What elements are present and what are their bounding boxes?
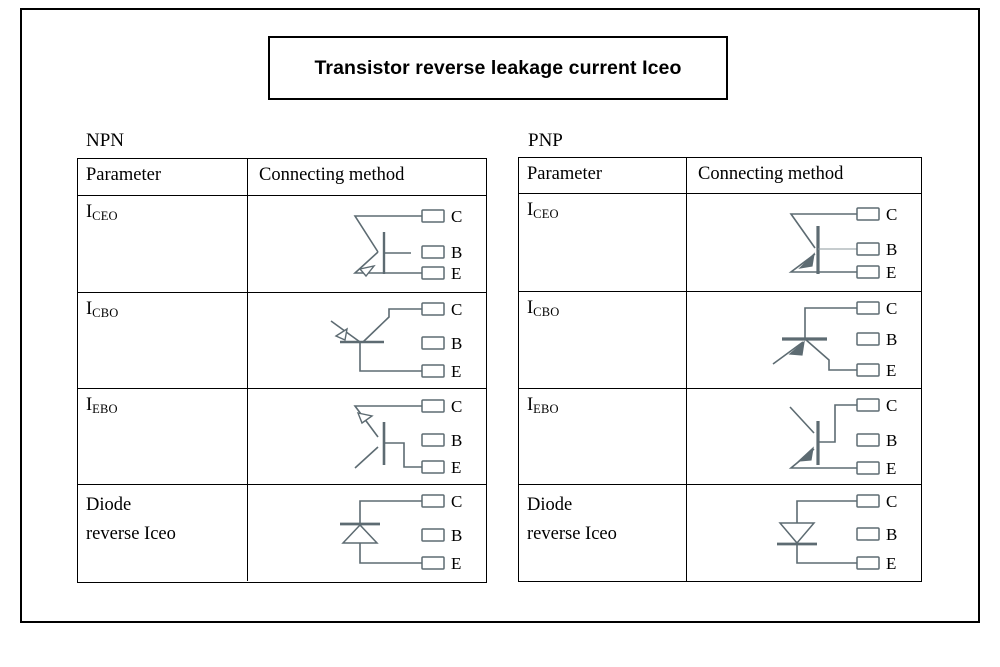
table-row: ICEO — [519, 194, 921, 292]
param-line: reverse Iceo — [527, 523, 617, 544]
terminal-label-e: E — [886, 263, 896, 282]
table-row: ICBO — [78, 293, 486, 389]
terminal-label-c: C — [886, 299, 897, 318]
terminal-label-e: E — [886, 361, 896, 380]
column-header-parameter: Parameter — [86, 165, 161, 185]
table-row: ICEO — [78, 196, 486, 293]
terminal-label-e: E — [451, 362, 461, 381]
terminal-label-e: E — [451, 264, 461, 283]
param-symbol: ICEO — [86, 202, 118, 223]
table-pnp: Parameter Connecting method ICEO — [518, 157, 922, 582]
terminal-label-c: C — [886, 396, 897, 415]
terminal-label-b: B — [451, 431, 462, 450]
column-header-connecting-method: Connecting method — [259, 165, 405, 185]
table-row: IEBO — [78, 389, 486, 485]
section-caption-pnp: PNP — [528, 130, 563, 151]
terminal-label-c: C — [451, 207, 462, 226]
title-box: Transistor reverse leakage current Iceo — [268, 36, 728, 100]
terminal-label-e: E — [886, 459, 896, 478]
param-line: Diode — [527, 495, 573, 515]
terminal-label-b: B — [886, 525, 897, 544]
param-symbol: ICEO — [527, 200, 559, 221]
circuit-pnp-iebo: C B E — [687, 389, 921, 484]
terminal-label-c: C — [451, 492, 462, 511]
circuit-npn-diode: C B E — [248, 485, 486, 581]
table-row: Diode reverse Iceo — [519, 485, 921, 582]
page-title: Transistor reverse leakage current Iceo — [314, 56, 682, 79]
circuit-npn-iceo: C B E — [248, 196, 486, 292]
circuit-pnp-iceo: C B E — [687, 194, 921, 291]
circuit-npn-iebo: C B E — [248, 389, 486, 484]
terminal-label-b: B — [886, 330, 897, 349]
param-symbol: IEBO — [86, 395, 118, 416]
terminal-label-c: C — [451, 397, 462, 416]
terminal-label-c: C — [886, 205, 897, 224]
terminal-label-c: C — [451, 300, 462, 319]
table-row-header: Parameter Connecting method — [78, 159, 486, 196]
table-row: ICBO — [519, 292, 921, 389]
terminal-label-b: B — [886, 240, 897, 259]
param-line: Diode — [86, 495, 132, 515]
column-header-connecting-method: Connecting method — [698, 164, 844, 184]
param-symbol: ICBO — [86, 299, 119, 320]
terminal-label-e: E — [451, 554, 461, 573]
param-line: reverse Iceo — [86, 523, 176, 544]
section-caption-npn: NPN — [86, 130, 125, 151]
circuit-pnp-icbo: C B E — [687, 292, 921, 388]
terminal-label-b: B — [886, 431, 897, 450]
table-npn: Parameter Connecting method ICEO — [77, 158, 487, 583]
circuit-npn-icbo: C B E — [248, 293, 486, 388]
terminal-label-b: B — [451, 526, 462, 545]
terminal-label-e: E — [886, 554, 896, 573]
terminal-label-b: B — [451, 334, 462, 353]
table-row: IEBO — [519, 389, 921, 485]
circuit-pnp-diode: C B E — [687, 485, 921, 582]
table-row: Diode reverse Iceo — [78, 485, 486, 581]
column-header-parameter: Parameter — [527, 164, 602, 184]
table-row-header: Parameter Connecting method — [519, 158, 921, 194]
param-symbol: ICBO — [527, 298, 560, 319]
terminal-label-e: E — [451, 458, 461, 477]
param-symbol: IEBO — [527, 395, 559, 416]
terminal-label-c: C — [886, 492, 897, 511]
terminal-label-b: B — [451, 243, 462, 262]
